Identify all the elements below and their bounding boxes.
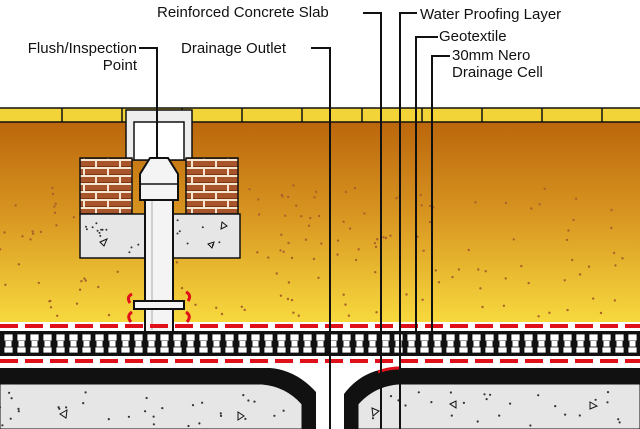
inspection-funnel xyxy=(139,157,179,201)
concrete-slab-right xyxy=(357,383,640,429)
label-reinforced-concrete-slab: Reinforced Concrete Slab xyxy=(157,4,329,21)
brick-wall-right xyxy=(185,157,239,215)
slab-specks xyxy=(0,391,621,428)
drainage-cell-modules xyxy=(3,333,638,354)
label-drainage-outlet: Drainage Outlet xyxy=(181,40,287,57)
label-water-proofing-layer: Water Proofing Layer xyxy=(420,6,562,23)
brick-wall-left xyxy=(79,157,133,215)
soil-specks xyxy=(0,184,624,318)
pipe-collar xyxy=(133,300,185,310)
label-flush-inspection-point: Flush/Inspection Point xyxy=(27,40,137,74)
concrete-slab-left xyxy=(0,383,303,429)
inspection-pipe xyxy=(144,195,174,333)
leader-lines xyxy=(139,12,450,429)
footing-specks xyxy=(85,219,221,254)
label-geotextile: Geotextile xyxy=(439,28,507,45)
label-drainage-cell: 30mm Nero Drainage Cell xyxy=(452,47,543,81)
paving-layer xyxy=(0,108,640,122)
